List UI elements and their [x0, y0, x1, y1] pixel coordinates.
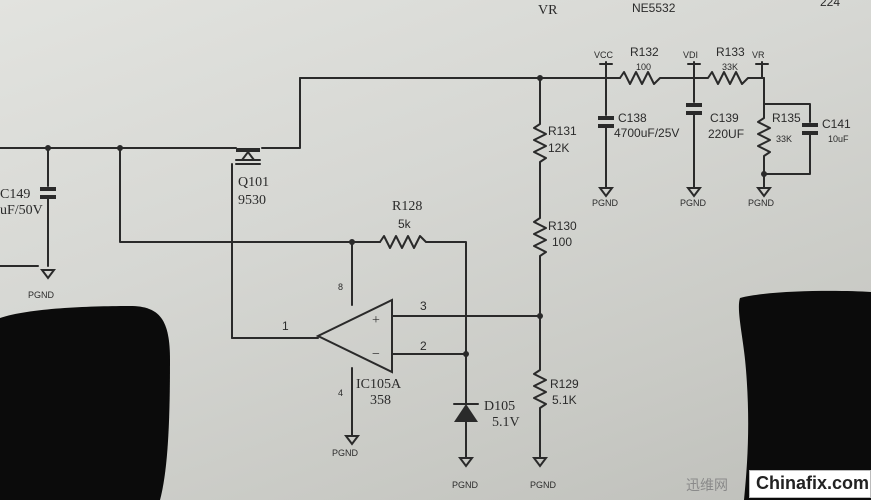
pgnd-label-r135: PGND [748, 198, 775, 208]
pin3-label: 3 [420, 299, 427, 313]
r132-label: R132 [630, 45, 659, 59]
r135-value: 33K [776, 134, 792, 144]
c141-bottom-wire [763, 134, 811, 175]
pgnd-label-c149: PGND [28, 290, 55, 300]
r129-label: R129 [550, 377, 579, 391]
opamp-triangle [315, 298, 393, 374]
c139-label: C139 [710, 111, 739, 125]
c138-plate-bottom [598, 124, 614, 128]
c139-value: 220UF [708, 127, 744, 141]
vr-node-label: VR [752, 50, 765, 60]
q101-value: 9530 [238, 193, 266, 208]
black-marker-blot-left [0, 306, 170, 500]
vcc-label: VCC [594, 50, 614, 60]
r130-value: 100 [552, 235, 572, 249]
pgnd-symbol-c139 [686, 187, 702, 198]
top-vr-label: VR [538, 3, 558, 18]
watermark-en-text: Chinafix.com [756, 473, 870, 493]
feedback-wire [119, 147, 381, 243]
r135-label: R135 [772, 111, 801, 125]
c141-label: C141 [822, 117, 851, 131]
d105-triangle [454, 404, 478, 422]
opamp-minus: − [372, 347, 380, 362]
pin8-label: 8 [338, 282, 343, 292]
c141-plate-bottom [802, 131, 818, 135]
c138-label: C138 [618, 111, 647, 125]
d105-value: 5.1V [492, 415, 520, 430]
feedback-junction [117, 145, 123, 151]
pgnd-label-d105: PGND [452, 480, 479, 490]
r133-label: R133 [716, 45, 745, 59]
ic105a-value: 358 [370, 393, 391, 408]
pgnd-symbol-c138 [598, 187, 614, 198]
c141-value: 10uF [828, 134, 849, 144]
r135-c141-top-wire [763, 77, 811, 123]
opamp-plus: + [372, 313, 380, 328]
pgnd-symbol-opamp [344, 435, 360, 446]
divider-top-junction [537, 75, 543, 81]
r131-value: 12K [548, 141, 569, 155]
c138-plate-top [598, 116, 614, 120]
d105-label: D105 [484, 399, 515, 414]
r132-value: 100 [636, 62, 651, 72]
r133-value: 33K [722, 62, 738, 72]
r128-value: 5k [398, 217, 412, 231]
c141-plate-top [802, 123, 818, 127]
r128-resistor [379, 235, 467, 355]
c149-junction [45, 145, 51, 151]
q101-mosfet [231, 147, 261, 339]
r135-resistor [757, 103, 771, 175]
c139-plate-bottom [686, 111, 702, 115]
pgnd-symbol-r129 [532, 457, 548, 468]
ic105a-label: IC105A [356, 377, 402, 392]
divider-resistors [533, 77, 547, 459]
pgnd-symbol-c149 [40, 269, 56, 280]
pin4-label: 4 [338, 388, 343, 398]
c138-value: 4700uF/25V [614, 126, 679, 140]
r132-resistor [619, 71, 693, 85]
r130-label: R130 [548, 219, 577, 233]
r133-resistor [691, 71, 765, 85]
vdd-label: VDI [683, 50, 698, 60]
r131-label: R131 [548, 124, 577, 138]
watermark: 迅维网 Chinafix.com [676, 468, 871, 500]
top-224-label: 224 [820, 0, 840, 9]
watermark-cn-text: 迅维网 [686, 478, 728, 494]
black-marker-blot-right [738, 290, 871, 500]
pgnd-symbol-r135 [756, 187, 772, 198]
c149-plate-bottom [40, 195, 56, 199]
q101-label: Q101 [238, 175, 269, 190]
c139-plate-top [686, 103, 702, 107]
pin2-label: 2 [420, 339, 427, 353]
top-ne5532-label: NE5532 [632, 1, 676, 15]
c149-label: C149 [0, 187, 30, 202]
watermark-box [749, 470, 871, 498]
r128-label: R128 [392, 199, 422, 214]
c149-value: uF/50V [0, 203, 43, 218]
pgnd-label-c139: PGND [680, 198, 707, 208]
pgnd-label-opamp: PGND [332, 448, 359, 458]
top-rail [0, 77, 621, 149]
pin1-label: 1 [282, 319, 289, 333]
pgnd-symbol-d105 [458, 457, 474, 468]
c149-plate-top [40, 187, 56, 191]
pgnd-label-c138: PGND [592, 198, 619, 208]
pgnd-label-r129: PGND [530, 480, 557, 490]
r129-value: 5.1K [552, 393, 577, 407]
